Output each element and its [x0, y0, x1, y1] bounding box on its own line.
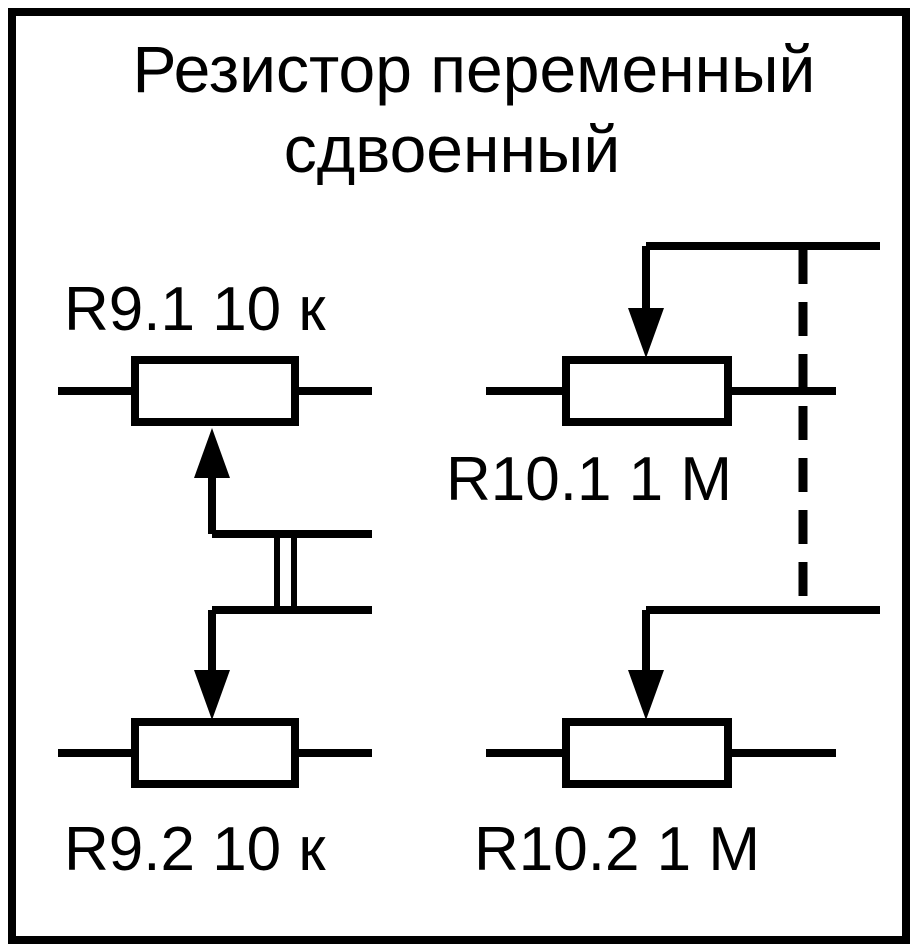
r10-2-wiper-arrowhead — [628, 670, 664, 720]
title-line-2: сдвоенный — [284, 112, 620, 186]
r10-2-wiper — [628, 606, 880, 720]
r9-1-wiper — [194, 428, 372, 538]
r10-2-body — [562, 718, 732, 788]
resistor-r10-1 — [486, 356, 836, 426]
resistor-r10-2 — [486, 718, 836, 788]
r10-1-body — [562, 356, 732, 426]
label-r10-1: R10.1 1 M — [446, 445, 732, 514]
title-line-1: Резистор переменный — [133, 32, 816, 106]
label-r9-2: R9.2 10 к — [64, 815, 326, 884]
diagram-border — [8, 8, 910, 944]
label-r9-1: R9.1 10 к — [64, 275, 326, 344]
r9-1-body — [131, 356, 299, 426]
r9-2-body — [131, 718, 299, 788]
r9-2-wiper — [194, 606, 372, 720]
schematic-diagram: Резистор переменный сдвоенный R9.1 10 к … — [8, 8, 910, 944]
r9-1-wiper-arrowhead — [194, 428, 230, 478]
r10-1-wiper — [628, 242, 880, 358]
r9-mechanical-link — [274, 534, 297, 610]
r9-2-wiper-arrowhead — [194, 670, 230, 720]
resistor-r9-1 — [58, 356, 372, 426]
r10-1-wiper-arrowhead — [628, 308, 664, 358]
resistor-r9-2 — [58, 718, 372, 788]
label-r10-2: R10.2 1 M — [474, 815, 760, 884]
